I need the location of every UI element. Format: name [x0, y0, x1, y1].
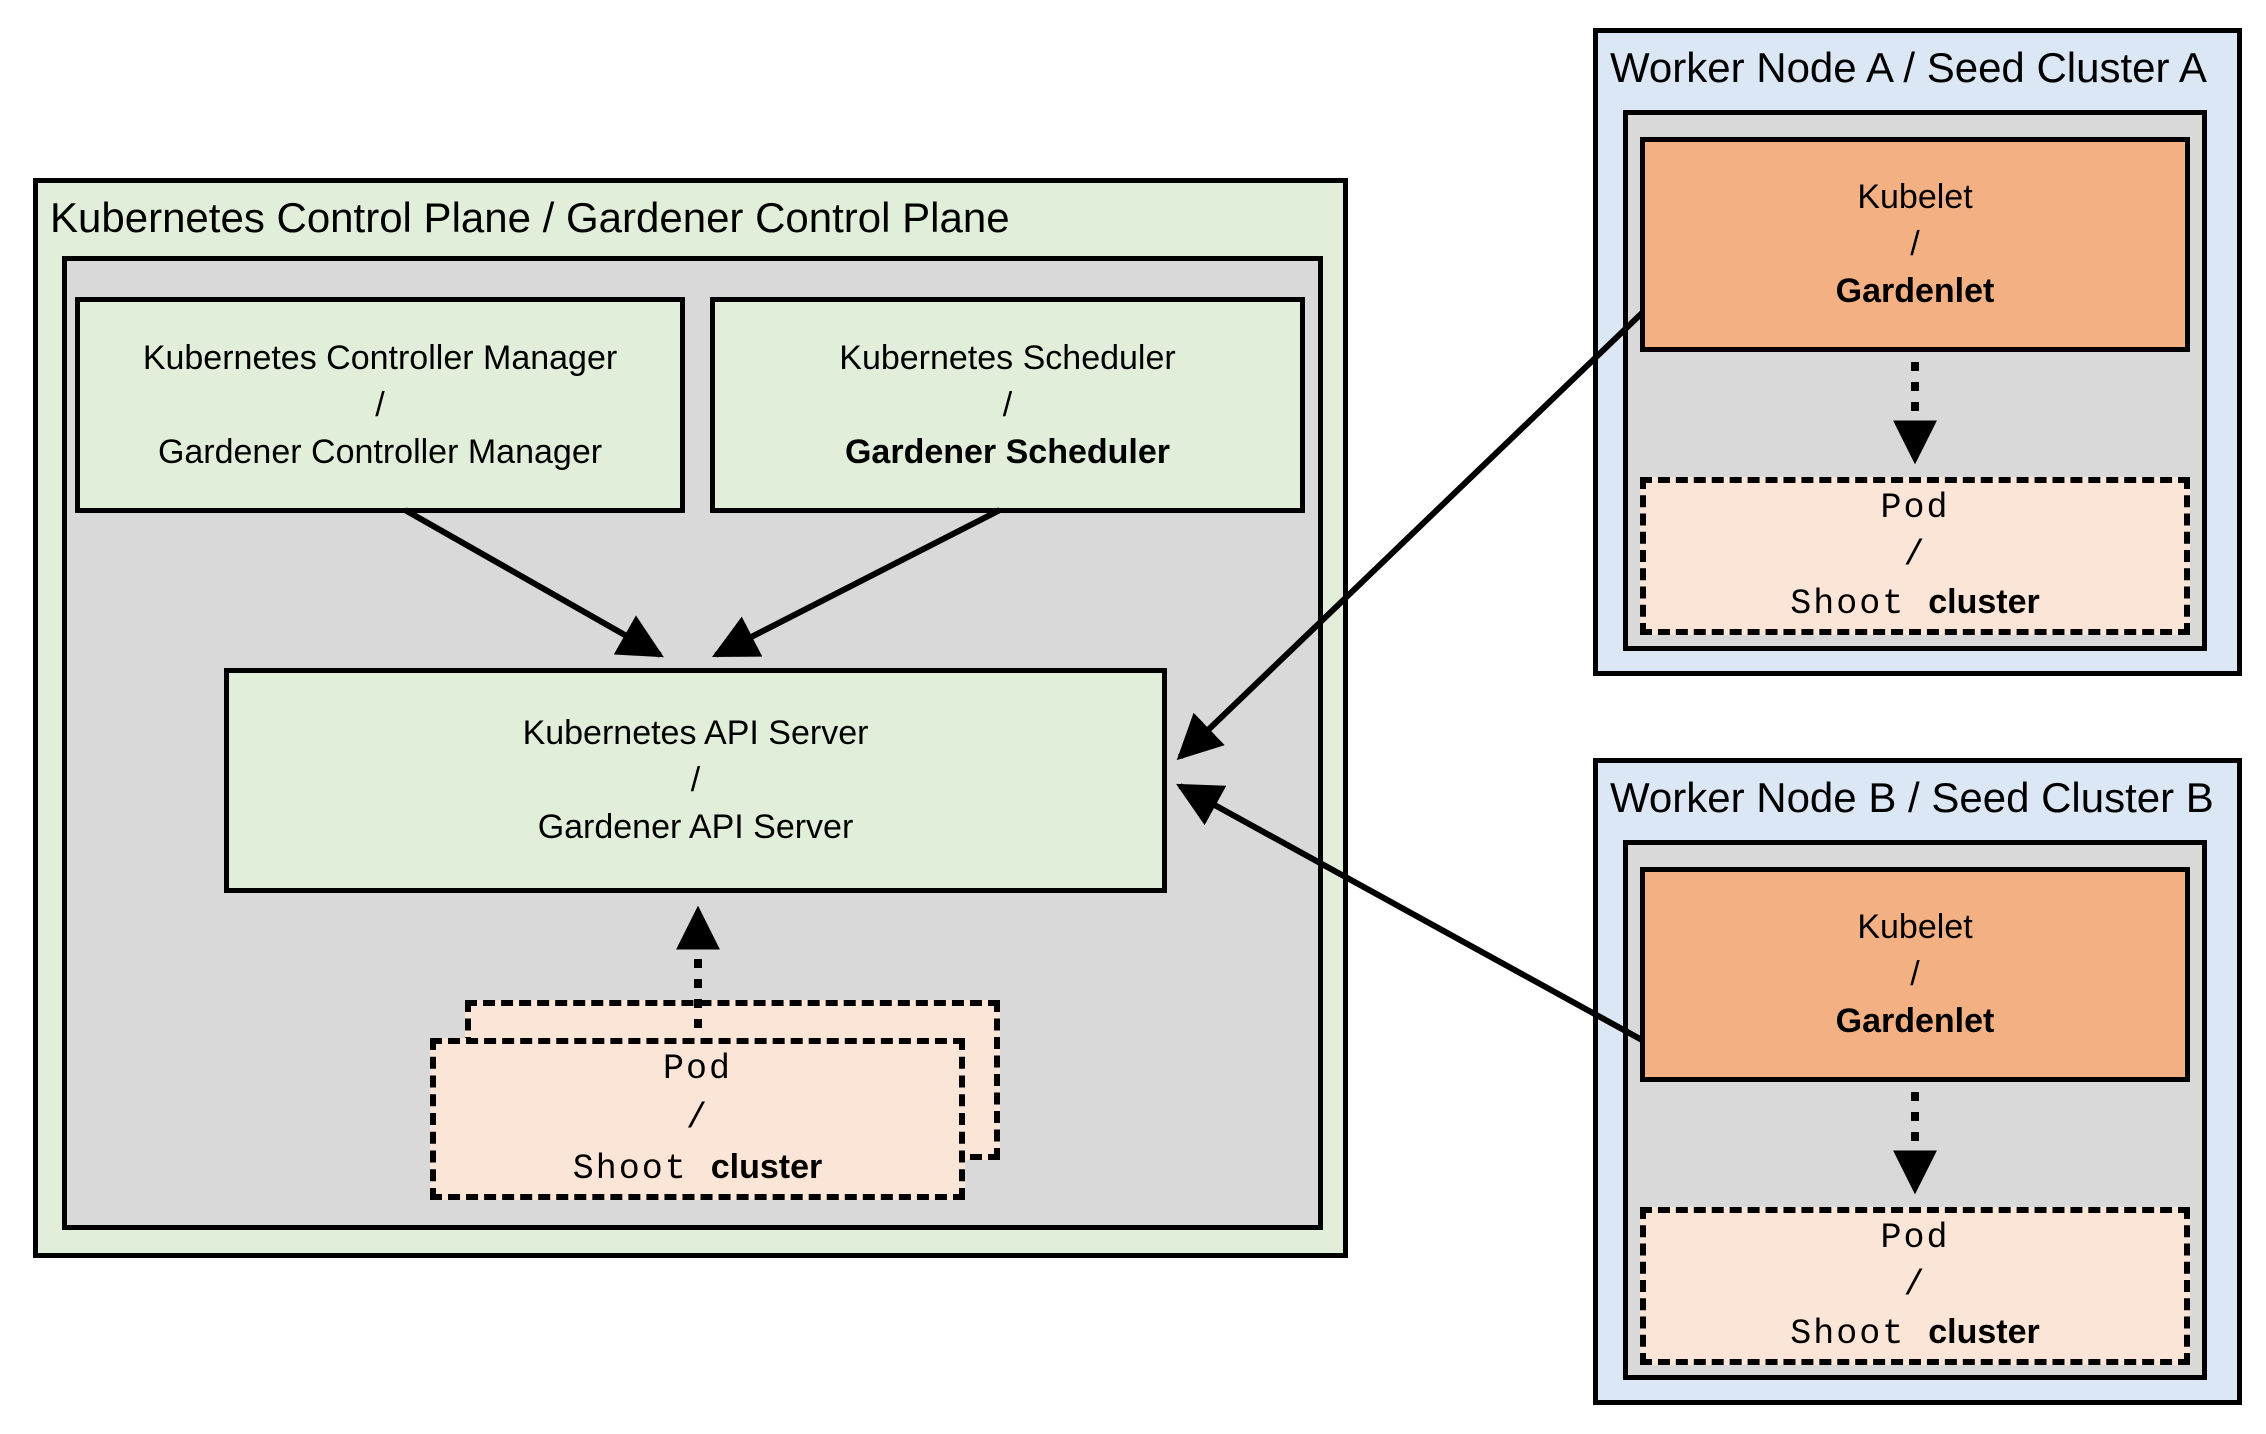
- control-plane-panel: Kubernetes Controller Manager / Gardener…: [62, 256, 1323, 1230]
- kubelet-a-line1: Kubelet: [1857, 178, 1973, 216]
- pod-a-line2: Shoot cluster: [1790, 579, 2040, 628]
- scheduler-line2: Gardener Scheduler: [844, 432, 1170, 471]
- pod-separator: /: [685, 1097, 709, 1138]
- kubelet-a-line2: Gardenlet: [1835, 272, 1995, 310]
- pod-a-separator: /: [1903, 534, 1927, 575]
- pod-b-line2: Shoot cluster: [1790, 1309, 2040, 1358]
- pod-shoot-box: Pod / Shoot cluster: [430, 1038, 965, 1200]
- worker-node-b-panel: Kubelet / Gardenlet Pod / Shoot cluster: [1623, 840, 2207, 1380]
- pod-b-separator: /: [1903, 1264, 1927, 1305]
- pod-shoot-a-box: Pod / Shoot cluster: [1640, 477, 2190, 635]
- api-server-line2: Gardener API Server: [537, 808, 854, 846]
- pod-b-line1: Pod: [1880, 1217, 1950, 1258]
- kubelet-a-separator: /: [1910, 225, 1920, 263]
- worker-node-b-box: Worker Node B / Seed Cluster B Kubelet /…: [1593, 758, 2242, 1405]
- api-server-box: Kubernetes API Server / Gardener API Ser…: [224, 668, 1167, 893]
- pod-a-line2-cluster: cluster: [1928, 582, 2040, 621]
- pod-line2-cluster: cluster: [710, 1147, 823, 1186]
- kubelet-b-box: Kubelet / Gardenlet: [1640, 867, 2190, 1082]
- pod-shoot-b-box: Pod / Shoot cluster: [1640, 1207, 2190, 1365]
- pod-line2-shoot: Shoot: [572, 1148, 688, 1189]
- controller-manager-line2: Gardener Controller Manager: [157, 432, 603, 471]
- scheduler-separator: /: [1002, 385, 1013, 424]
- api-server-separator: /: [690, 761, 701, 799]
- api-server-line1: Kubernetes API Server: [522, 714, 869, 752]
- control-plane-box: Kubernetes Control Plane / Gardener Cont…: [33, 178, 1348, 1258]
- controller-manager-line1: Kubernetes Controller Manager: [142, 338, 618, 377]
- pod-a-line1: Pod: [1880, 487, 1950, 528]
- scheduler-line1: Kubernetes Scheduler: [839, 338, 1176, 377]
- pod-line2: Shoot cluster: [573, 1143, 823, 1194]
- scheduler-box: Kubernetes Scheduler / Gardener Schedule…: [710, 297, 1305, 513]
- control-plane-title: Kubernetes Control Plane / Gardener Cont…: [50, 194, 1010, 241]
- kubelet-b-separator: /: [1910, 955, 1920, 993]
- kubelet-b-line1: Kubelet: [1857, 908, 1973, 946]
- controller-manager-box: Kubernetes Controller Manager / Gardener…: [75, 297, 685, 513]
- pod-a-line2-shoot: Shoot: [1790, 583, 1906, 624]
- worker-node-b-title: Worker Node B / Seed Cluster B: [1610, 774, 2214, 821]
- kubelet-a-box: Kubelet / Gardenlet: [1640, 137, 2190, 352]
- controller-manager-separator: /: [375, 385, 385, 424]
- worker-node-a-title: Worker Node A / Seed Cluster A: [1610, 44, 2207, 91]
- pod-b-line2-cluster: cluster: [1928, 1312, 2040, 1351]
- pod-line1: Pod: [662, 1048, 732, 1089]
- worker-node-a-panel: Kubelet / Gardenlet Pod / Shoot cluster: [1623, 110, 2207, 651]
- worker-node-a-box: Worker Node A / Seed Cluster A Kubelet /…: [1593, 28, 2242, 676]
- kubelet-b-line2: Gardenlet: [1835, 1002, 1995, 1040]
- pod-b-line2-shoot: Shoot: [1790, 1313, 1906, 1354]
